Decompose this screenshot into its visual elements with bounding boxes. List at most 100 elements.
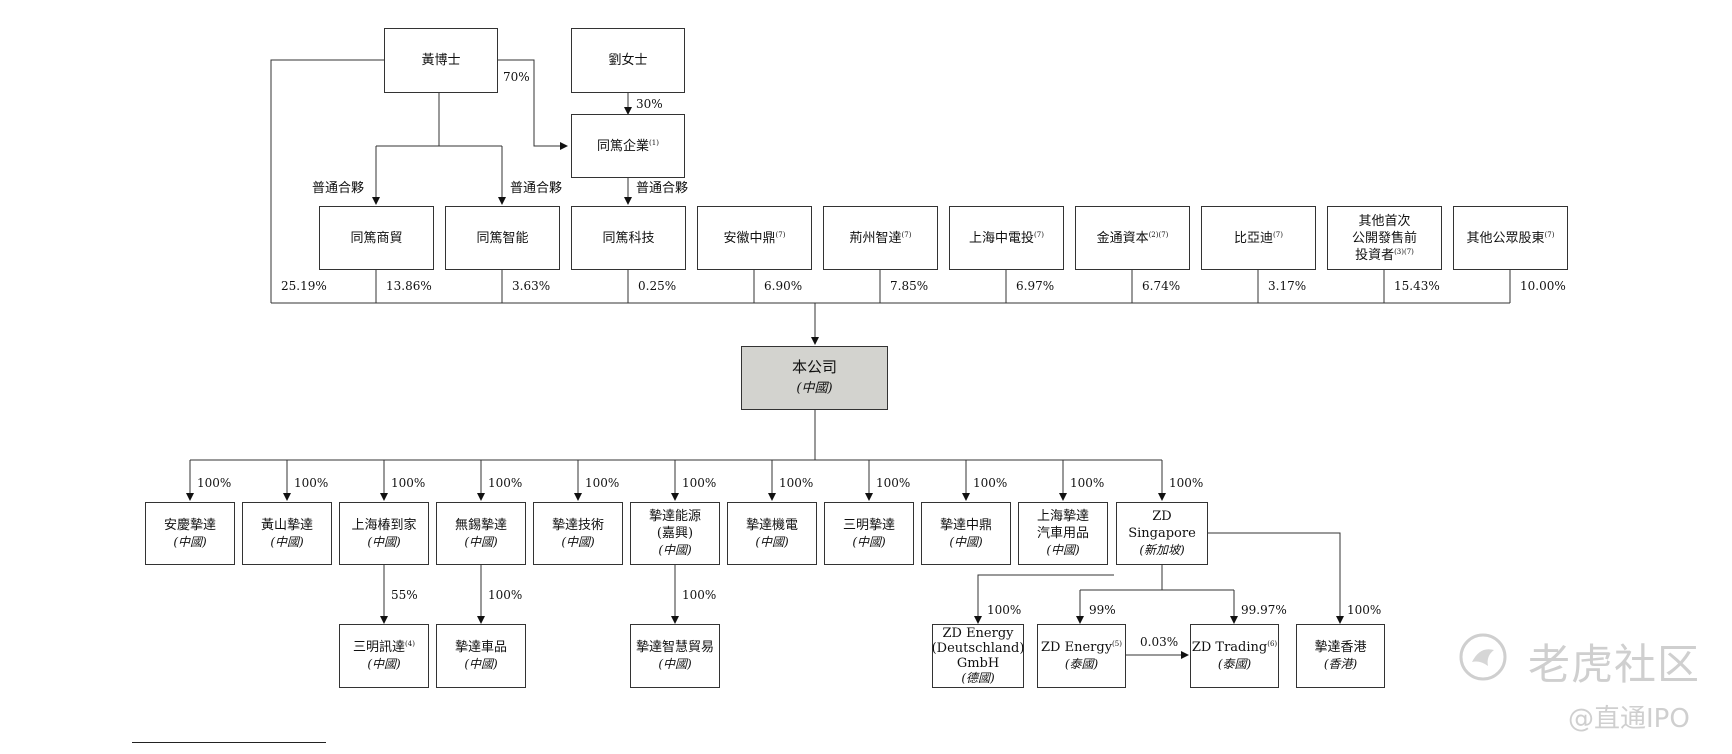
holding-pct-jintong-capital: 6.74%	[1142, 279, 1181, 293]
zhida-zhongding-location: (中國)	[949, 534, 983, 549]
zd-energy-box: ZD Energy(5) (泰國)	[1037, 624, 1126, 688]
holding-pct-byd: 3.17%	[1268, 279, 1307, 293]
zd-energy-location: (泰國)	[1064, 657, 1099, 671]
zd-singapore-label: ZD Singapore	[1128, 509, 1196, 541]
huangshan-zhida-label: 黃山摯達	[260, 517, 313, 533]
jintong-capital-box: 金通資本(2)(7)	[1075, 206, 1190, 270]
wuxi-zhida-label: 無錫摯達	[454, 517, 507, 533]
anqing-zhida-pct: 100%	[197, 476, 232, 490]
anhui-zhongding-label: 安徽中鼎(7)	[723, 230, 786, 246]
sanming-zhida-location: (中國)	[852, 534, 886, 549]
shanghai-zhongdian-label: 上海中電投(7)	[969, 230, 1044, 246]
sanming-xunda-pct: 55%	[391, 588, 418, 602]
watermark-brand: 老虎社区	[1528, 640, 1701, 689]
zd-energy-pct: 99%	[1089, 603, 1116, 617]
company-name: 本公司	[791, 358, 837, 376]
shanghai-chundaojia-location: (中國)	[367, 534, 401, 549]
zhida-zhongding-box: 摯達中鼎(中國)	[921, 502, 1011, 565]
zd-trading-pct: 99.97%	[1241, 603, 1287, 617]
zhida-tech-box: 摯達技術(中國)	[533, 502, 623, 565]
holding-pct-jingzhou-zhida: 7.85%	[890, 279, 929, 293]
holding-pct-anhui-zhongding: 6.90%	[764, 279, 803, 293]
shanghai-zhida-auto-box: 上海摯達汽車用品(中國)	[1018, 502, 1108, 565]
holding-pct-tongchou-tech: 0.25%	[638, 279, 677, 293]
zd-singapore-location: (新加坡)	[1139, 543, 1185, 557]
shanghai-zhida-auto-location: (中國)	[1046, 543, 1080, 557]
zhida-cheping-location: (中國)	[464, 657, 498, 671]
zhida-tech-location: (中國)	[561, 534, 595, 549]
zhida-hk-pct: 100%	[1347, 603, 1382, 617]
ms-liu-label: 劉女士	[608, 53, 648, 68]
holding-pct-dr-huang: 25.19%	[281, 279, 327, 293]
sanming-xunda-label: 三明訊達(4)	[353, 640, 415, 655]
holding-pct-tongchou-trade: 13.86%	[386, 279, 432, 293]
shanghai-chundaojia-box: 上海椿到家(中國)	[339, 502, 429, 565]
zhida-cheping-label: 摯達車品	[454, 640, 507, 655]
watermark-source: @直通IPO	[1568, 704, 1690, 734]
jintong-capital-label: 金通資本(2)(7)	[1096, 230, 1169, 246]
gp-label-tech: 普通合夥	[636, 181, 689, 196]
company-box: 本公司 (中國)	[741, 346, 888, 410]
zhida-smart-trade-box: 摯達智慧貿易 (中國)	[630, 624, 720, 688]
public-holders-box: 其他公眾股東(7)	[1453, 206, 1568, 270]
zhida-smart-trade-label: 摯達智慧貿易	[635, 640, 714, 655]
huangshan-zhida-pct: 100%	[294, 476, 329, 490]
tongchou-enterprise-label: 同篤企業(1)	[597, 138, 659, 154]
zhida-tech-label: 摯達技術	[551, 517, 604, 533]
zhida-cheping-pct: 100%	[488, 588, 523, 602]
zd-singapore-box: ZD Singapore (新加坡)	[1116, 502, 1208, 565]
shanghai-zhida-auto-pct: 100%	[1070, 476, 1105, 490]
zd-energy-de-label-3: GmbH	[956, 656, 1000, 671]
zhida-electromech-label: 摯達機電	[745, 517, 798, 533]
tiger-logo-icon	[1459, 633, 1507, 681]
sanming-xunda-box: 三明訊達(4) (中國)	[339, 624, 429, 688]
holding-pct-public-holders: 10.00%	[1520, 279, 1566, 293]
zhida-energy-jiaxing-location: (中國)	[658, 543, 692, 557]
zd-energy-de-pct: 100%	[987, 603, 1022, 617]
holding-pct-shanghai-zhongdian: 6.97%	[1016, 279, 1055, 293]
shanghai-zhongdian-box: 上海中電投(7)	[949, 206, 1064, 270]
wuxi-zhida-location: (中國)	[464, 534, 498, 549]
tongchou-trade-label: 同篤商貿	[350, 230, 403, 246]
zhida-hk-location: (香港)	[1323, 657, 1358, 671]
zd-trading-location: (泰國)	[1217, 657, 1252, 671]
huangshan-zhida-box: 黃山摯達(中國)	[242, 502, 332, 565]
ipo-investors-label-1: 其他首次	[1358, 213, 1411, 229]
anqing-zhida-location: (中國)	[173, 534, 207, 549]
shanghai-zhida-auto-label: 上海摯達	[1036, 509, 1089, 524]
sanming-zhida-box: 三明摯達(中國)	[824, 502, 914, 565]
tongchou-smart-label: 同篤智能	[476, 230, 529, 246]
ms-liu-30-pct: 30%	[636, 97, 663, 111]
wuxi-zhida-pct: 100%	[488, 476, 523, 490]
footnote-rule	[132, 742, 326, 743]
zd-energy-de-box: ZD Energy (Deutschland) GmbH (德國)	[932, 624, 1024, 688]
ipo-investors-label-2: 公開發售前	[1351, 230, 1417, 246]
ipo-investors-label-3: 投資者(3)(7)	[1355, 247, 1414, 263]
zhida-tech-pct: 100%	[585, 476, 620, 490]
zhida-electromech-box: 摯達機電(中國)	[727, 502, 817, 565]
anhui-zhongding-box: 安徽中鼎(7)	[697, 206, 812, 270]
zhida-smart-trade-pct: 100%	[682, 588, 717, 602]
public-holders-label: 其他公眾股東(7)	[1466, 230, 1555, 246]
zhida-hk-label: 摯達香港	[1314, 640, 1367, 655]
dr-huang-box: 黃博士	[384, 28, 498, 93]
zd-trading-box: ZD Trading(6) (泰國)	[1190, 624, 1279, 688]
tongchou-trade-box: 同篤商貿	[319, 206, 434, 270]
huangshan-zhida-location: (中國)	[270, 534, 304, 549]
holding-pct-tongchou-smart: 3.63%	[512, 279, 551, 293]
zhida-zhongding-label: 摯達中鼎	[939, 517, 992, 533]
zhida-zhongding-pct: 100%	[973, 476, 1008, 490]
zhida-electromech-location: (中國)	[755, 534, 789, 549]
jingzhou-zhida-box: 荊州智達(7)	[823, 206, 938, 270]
tongchou-enterprise-box: 同篤企業(1)	[571, 114, 685, 178]
jingzhou-zhida-label: 荊州智達(7)	[849, 230, 912, 246]
ipo-investors-box: 其他首次 公開發售前 投資者(3)(7)	[1327, 206, 1442, 270]
sanming-zhida-pct: 100%	[876, 476, 911, 490]
dr-huang-label: 黃博士	[421, 53, 461, 68]
zd-energy-de-label-1: ZD Energy	[942, 626, 1014, 641]
shanghai-chundaojia-label: 上海椿到家	[351, 517, 417, 533]
anqing-zhida-box: 安慶摯達(中國)	[145, 502, 235, 565]
zhida-energy-jiaxing-label-2: (嘉興)	[656, 526, 694, 541]
zhida-smart-trade-location: (中國)	[658, 657, 692, 671]
